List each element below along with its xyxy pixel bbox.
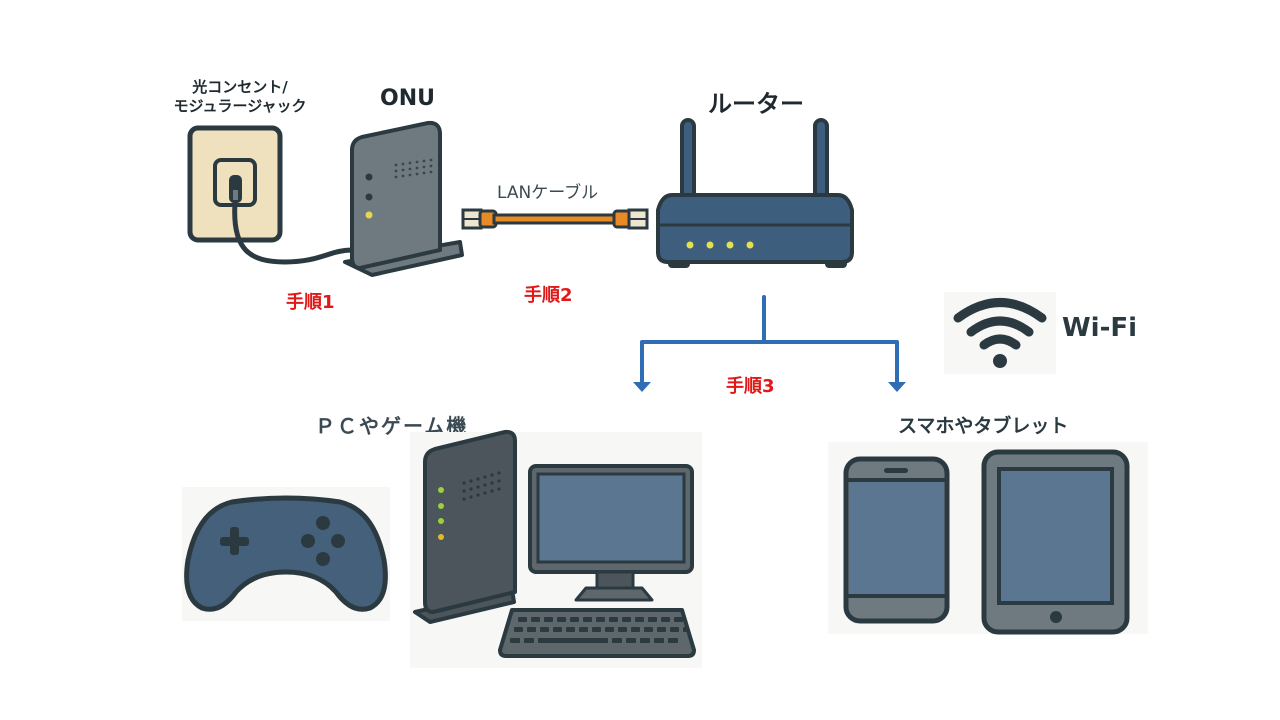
step-3-label: 手順3	[726, 376, 775, 397]
pc-tower-icon	[413, 429, 517, 624]
wall-jack-label-line2: モジュラージャック	[173, 97, 307, 115]
wall-jack-label: 光コンセント/ モジュラージャック	[160, 78, 320, 116]
mobile-label: スマホやタブレット	[898, 415, 1069, 437]
router-icon	[656, 118, 854, 268]
tablet-icon	[981, 449, 1130, 635]
keyboard-icon	[498, 608, 696, 658]
arrow-head-right	[888, 382, 906, 392]
router-label: ルーター	[708, 90, 804, 118]
smartphone-icon	[843, 456, 950, 624]
onu-label: ONU	[380, 86, 435, 111]
wifi-label: Wi-Fi	[1062, 313, 1138, 343]
lan-cable-label: LANケーブル	[497, 183, 599, 203]
fiber-cable	[232, 200, 355, 265]
wall-jack-icon	[187, 125, 283, 243]
step-2-label: 手順2	[524, 285, 573, 306]
onu-icon	[343, 120, 464, 277]
lan-cable-icon	[461, 208, 649, 230]
wall-jack-label-line1: 光コンセント/	[192, 78, 288, 96]
step-1-label: 手順1	[286, 292, 335, 313]
arrow-branch	[640, 340, 899, 387]
monitor-icon	[528, 464, 694, 602]
arrow-head-left	[633, 382, 651, 392]
